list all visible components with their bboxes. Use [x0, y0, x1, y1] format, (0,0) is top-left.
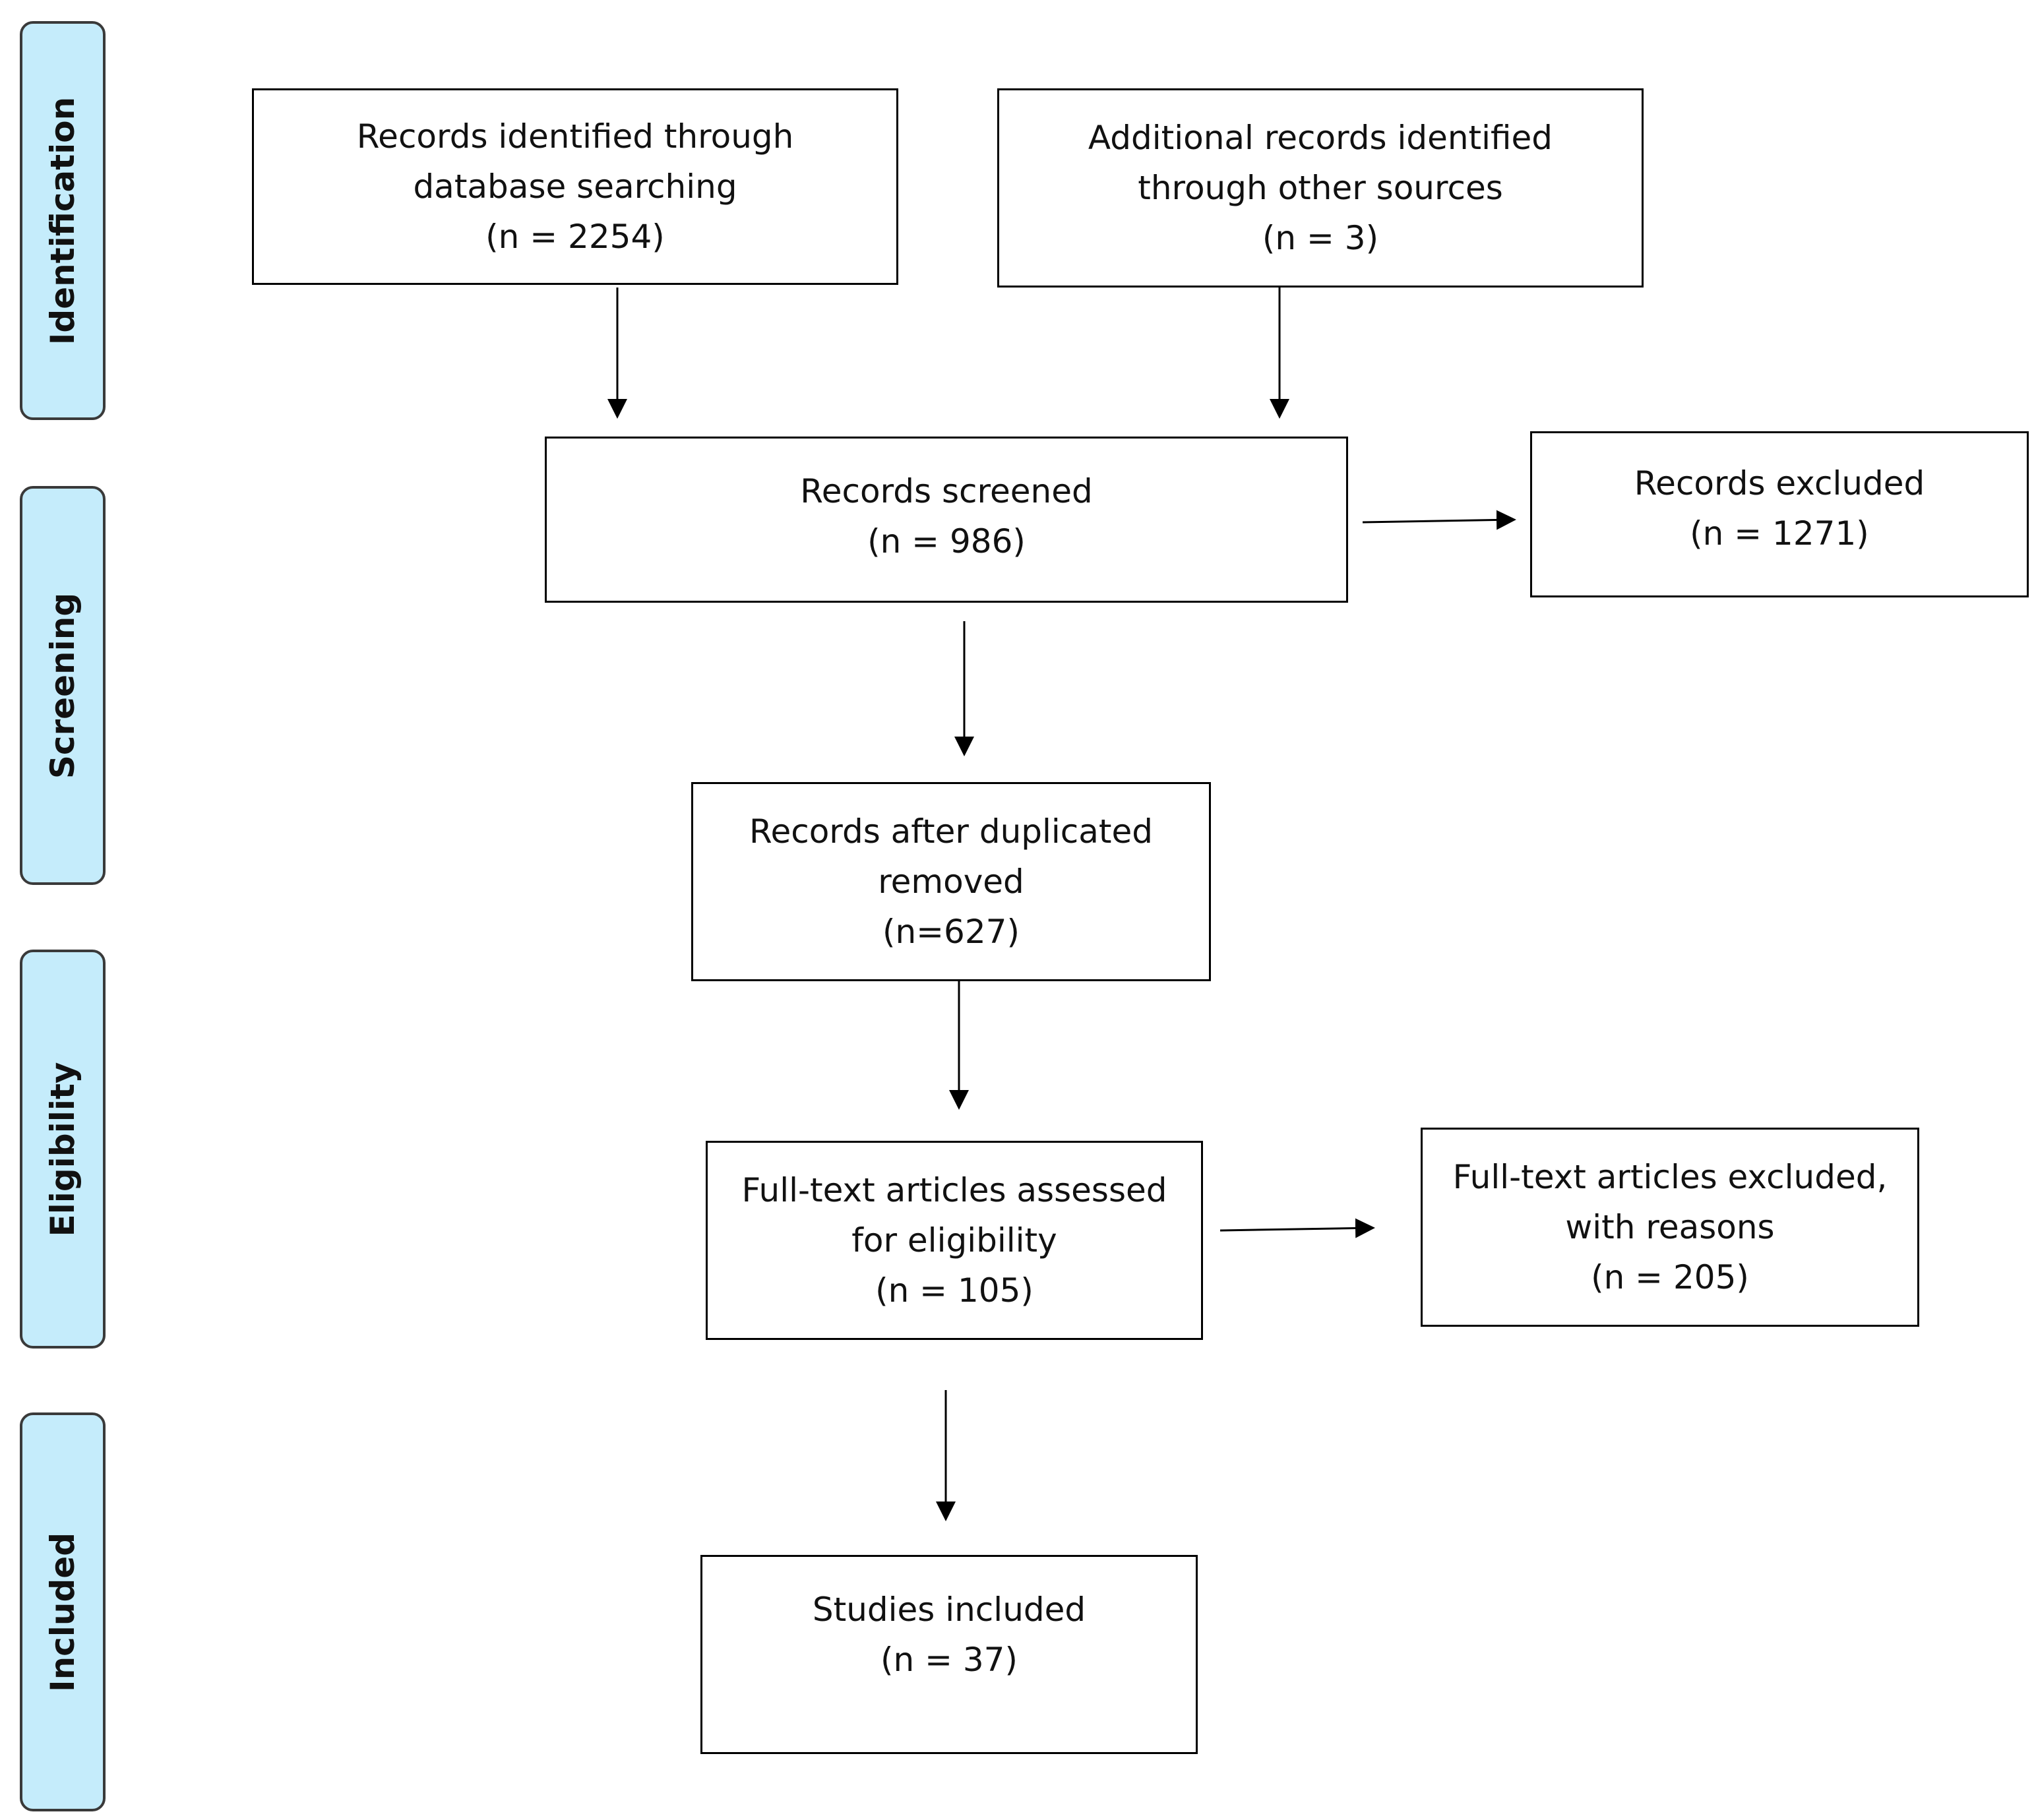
- box-text: for eligibility: [851, 1221, 1057, 1259]
- box-text: Studies included: [812, 1591, 1086, 1629]
- box-text: Full-text articles excluded,: [1452, 1158, 1888, 1196]
- box-other-records: Additional records identified through ot…: [997, 88, 1644, 288]
- box-text: Full-text articles assessed: [741, 1171, 1167, 1209]
- stage-identification: Identification: [20, 21, 106, 420]
- box-text: Records identified through: [356, 117, 794, 156]
- box-text: through other sources: [1138, 169, 1503, 207]
- box-studies-included: Studies included (n = 37): [700, 1555, 1198, 1754]
- stage-eligibility: Eligibility: [20, 950, 106, 1349]
- box-fulltext-excluded: Full-text articles excluded, with reason…: [1421, 1128, 1919, 1327]
- box-text: removed: [878, 863, 1024, 901]
- box-count: (n = 37): [880, 1641, 1018, 1679]
- box-fulltext-assessed: Full-text articles assessed for eligibil…: [706, 1141, 1203, 1340]
- box-text: Records screened: [800, 472, 1093, 510]
- box-count: (n=627): [882, 913, 1020, 951]
- box-count: (n = 986): [867, 522, 1026, 561]
- box-text: Records after duplicated: [749, 812, 1154, 851]
- stage-screening: Screening: [20, 486, 106, 885]
- box-text: Records excluded: [1634, 464, 1925, 502]
- box-records-excluded: Records excluded (n = 1271): [1530, 431, 2029, 597]
- box-count: (n = 1271): [1690, 514, 1869, 553]
- box-records-deduplicated: Records after duplicated removed (n=627): [691, 782, 1211, 981]
- arrow-screened-to-excluded: [1362, 510, 1516, 530]
- box-count: (n = 3): [1262, 219, 1379, 257]
- box-text: database searching: [413, 167, 737, 206]
- arrow-assessed-to-fulltext-excluded: [1219, 1218, 1375, 1238]
- box-count: (n = 2254): [485, 218, 665, 256]
- box-database-records: Records identified through database sear…: [252, 88, 898, 285]
- box-text: with reasons: [1565, 1208, 1775, 1246]
- box-records-screened: Records screened (n = 986): [545, 437, 1348, 603]
- box-count: (n = 105): [875, 1271, 1033, 1310]
- box-text: Additional records identified: [1088, 119, 1553, 157]
- stage-included: Included: [20, 1412, 106, 1811]
- box-count: (n = 205): [1591, 1258, 1749, 1296]
